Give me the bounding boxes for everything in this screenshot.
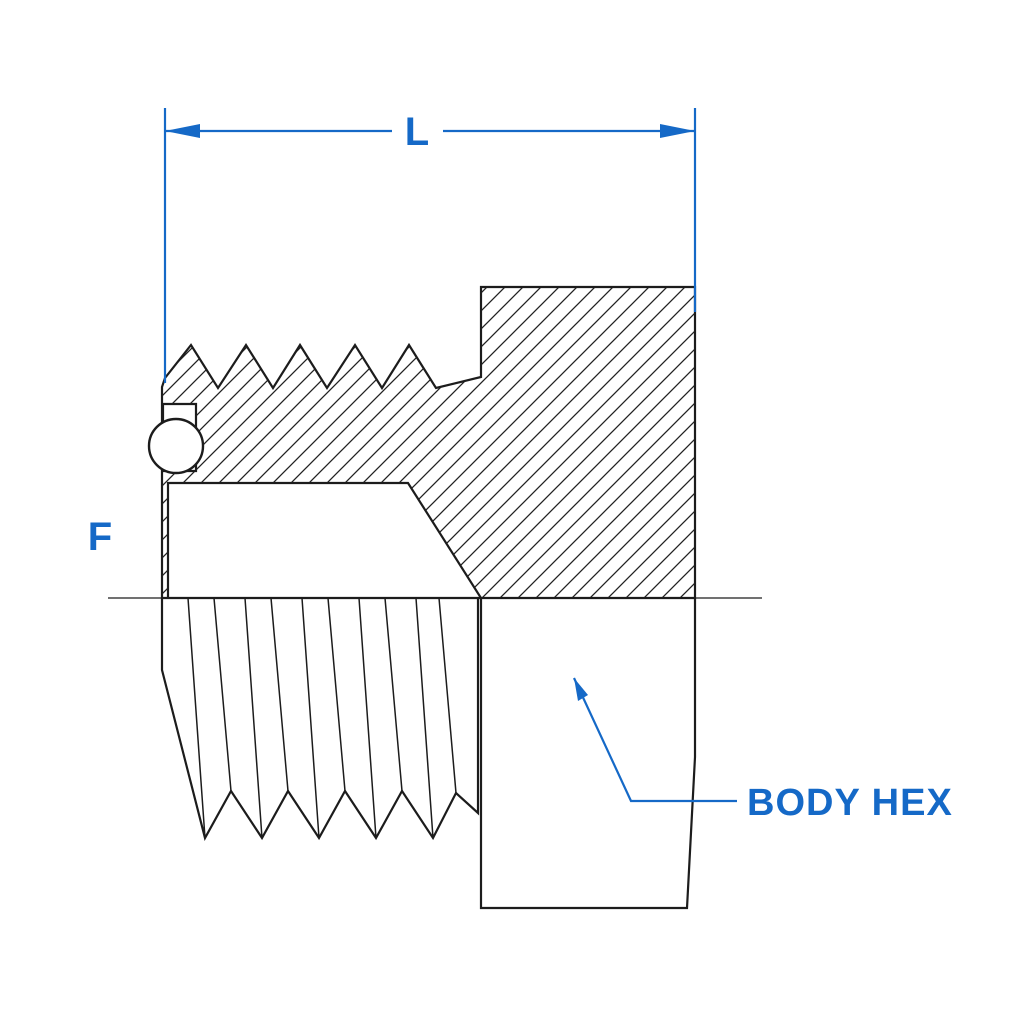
label-thread: F [88, 515, 112, 559]
dim-arrow-right-icon [660, 124, 695, 138]
thread-flank-lines [187, 597, 457, 839]
o-ring [147, 417, 205, 475]
label-body-hex: BODY HEX [747, 782, 953, 824]
hex-body-lower [479, 598, 697, 910]
annotation-fills: L F BODY HEX [88, 110, 953, 824]
annotation-strokes [163, 108, 737, 803]
leader-arrow-icon [574, 678, 588, 701]
lower-thread-silhouette [160, 598, 480, 841]
leader-line-body-hex [573, 677, 737, 803]
dim-arrow-left-icon [165, 124, 200, 138]
upper-section-hatched [160, 285, 697, 600]
label-length-dimension: L [405, 110, 429, 154]
black-drawing [108, 285, 762, 910]
